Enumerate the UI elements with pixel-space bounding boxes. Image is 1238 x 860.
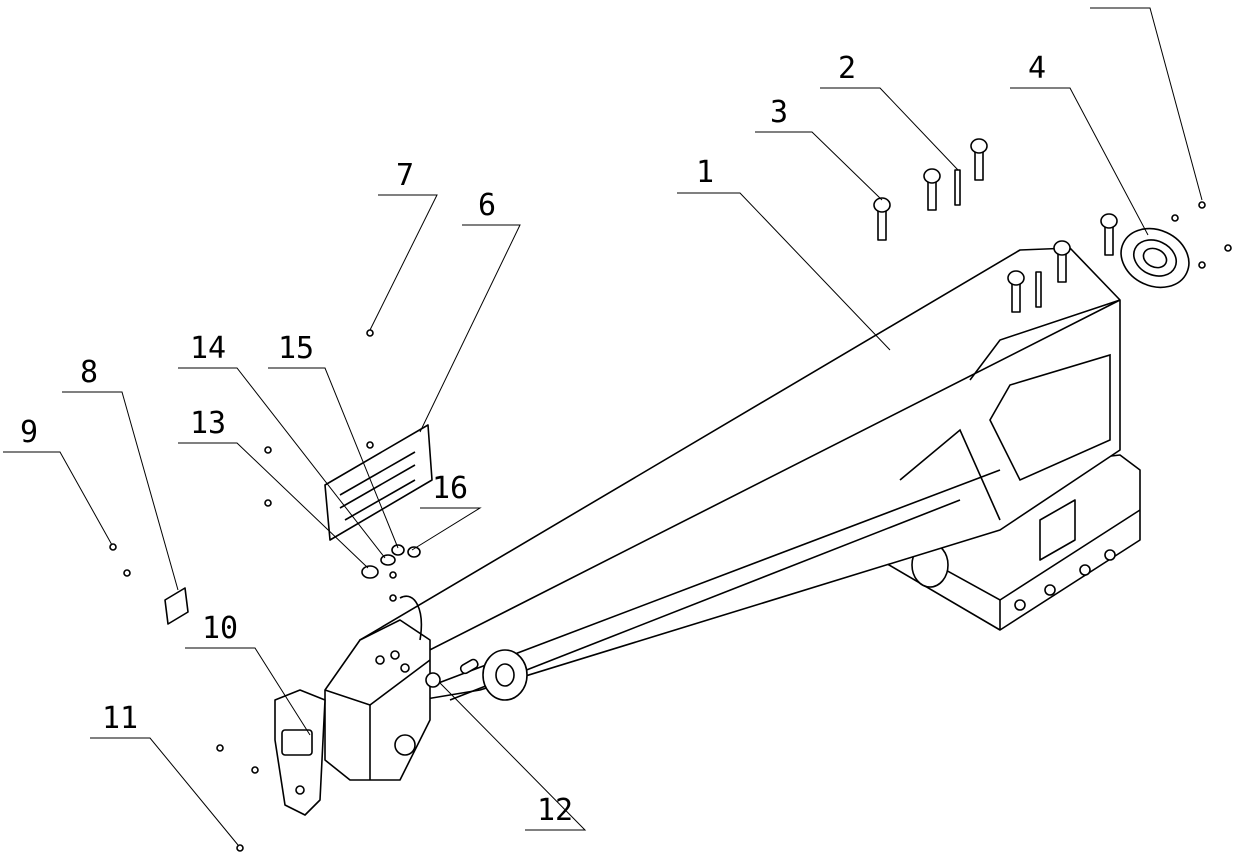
leader-line (411, 507, 482, 551)
leader-line (419, 224, 521, 433)
callout-9: 9 (3, 415, 113, 546)
leader-line (62, 391, 179, 591)
callout-number: 13 (190, 406, 226, 441)
callout-number: 8 (80, 355, 98, 390)
part-4-flange (1120, 227, 1190, 289)
callout-10: 10 (185, 611, 311, 736)
callout-16: 16 (411, 471, 482, 551)
leader-line (268, 367, 399, 549)
callout-15: 15 (268, 331, 399, 549)
leader-line (369, 194, 438, 331)
callout-7: 7 (369, 158, 438, 331)
leader-line (185, 647, 311, 736)
callout-number: 2 (838, 51, 856, 86)
callout-2: 2 (820, 51, 959, 171)
callout-14: 14 (178, 331, 386, 559)
leader-line (90, 737, 239, 846)
leader-line (439, 682, 587, 831)
callout-number: 11 (102, 701, 138, 736)
callout-6: 6 (419, 188, 521, 433)
part-8-plate (164, 587, 189, 625)
callout-number: 10 (202, 611, 238, 646)
leader-line (1090, 7, 1203, 201)
part-10-cover (274, 689, 326, 816)
callout-number: 14 (190, 331, 226, 366)
callout-4: 4 (1010, 51, 1149, 236)
callout-11: 11 (90, 701, 239, 846)
leader-line (677, 192, 891, 351)
callout-number: 7 (396, 158, 414, 193)
boom-head (324, 595, 441, 781)
callout-number: 4 (1028, 51, 1046, 86)
callout-number: 15 (278, 331, 314, 366)
leader-line (755, 131, 883, 201)
callout-3: 3 (755, 95, 883, 201)
callout-number: 1 (696, 155, 714, 190)
part-6-plate (324, 424, 433, 541)
leader-line (178, 367, 386, 559)
leader-line (1010, 87, 1149, 236)
callout-number: 9 (20, 415, 38, 450)
callouts: 1 2 3 4 5 6 7 8 9 10 11 12 13 14 15 16 (3, 0, 1203, 846)
leader-line (820, 87, 959, 171)
callout-8: 8 (62, 355, 179, 591)
callout-number: 12 (537, 793, 573, 828)
boom-arm (359, 247, 1121, 701)
leader-line (178, 442, 369, 569)
callout-1: 1 (677, 155, 891, 351)
callout-5: 5 (1090, 0, 1203, 201)
leader-line (3, 451, 113, 546)
callout-number: 5 (1108, 0, 1126, 6)
callout-number: 16 (432, 471, 468, 506)
callout-number: 6 (478, 188, 496, 223)
callout-12: 12 (439, 682, 587, 831)
callout-13: 13 (178, 406, 369, 569)
callout-number: 3 (770, 95, 788, 130)
fasteners (109, 138, 1232, 852)
